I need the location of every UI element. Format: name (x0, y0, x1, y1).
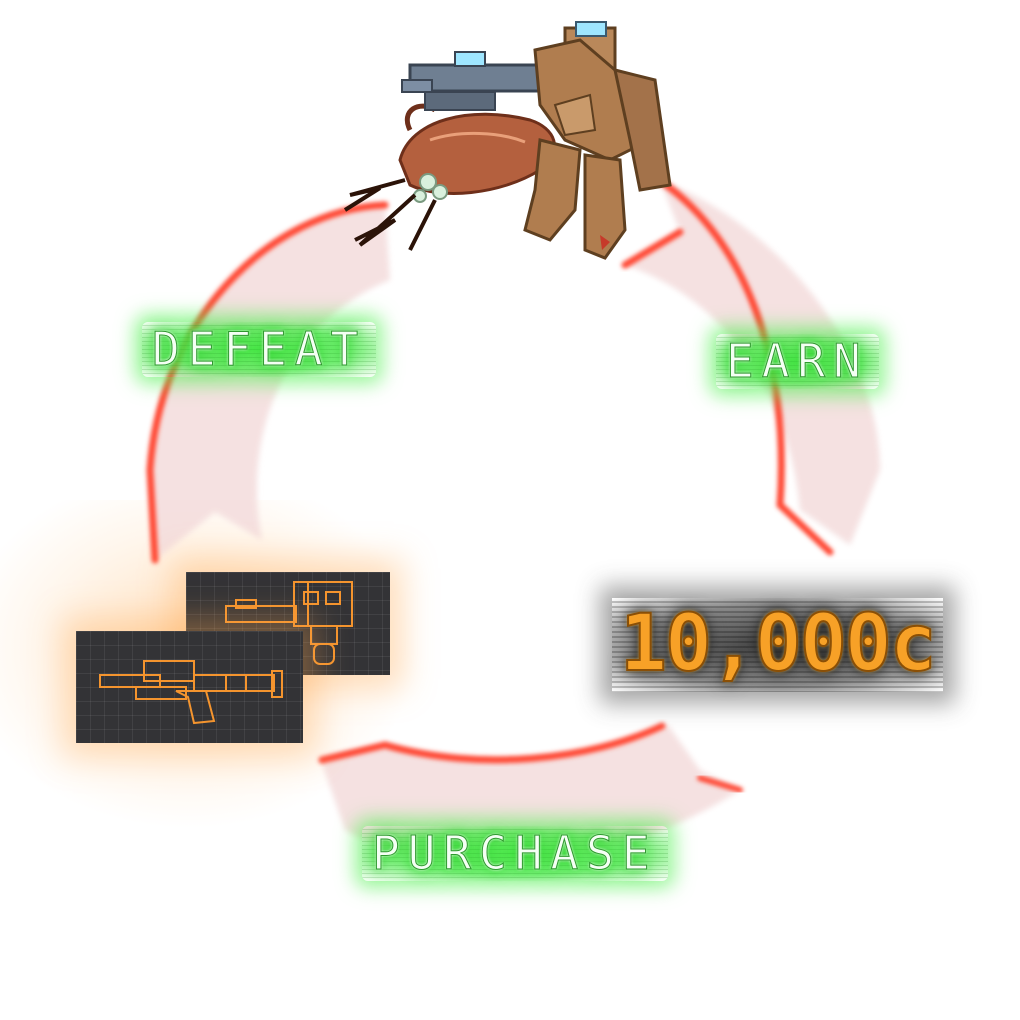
purchase-label: PURCHASE (362, 826, 668, 881)
rifle-blueprint-card (76, 631, 303, 743)
turret-blueprint-icon (225, 581, 353, 665)
currency-amount: 10,000c (612, 598, 943, 692)
earn-label: EARN (716, 334, 879, 389)
mech-soldier-fighting-alien-icon (343, 21, 672, 260)
defeat-arrow (146, 201, 390, 564)
mech-soldier (523, 21, 672, 260)
alien-creature (343, 103, 556, 251)
rifle (401, 51, 562, 111)
defeat-label: DEFEAT (142, 322, 376, 377)
rifle-blueprint-icon (99, 660, 283, 725)
